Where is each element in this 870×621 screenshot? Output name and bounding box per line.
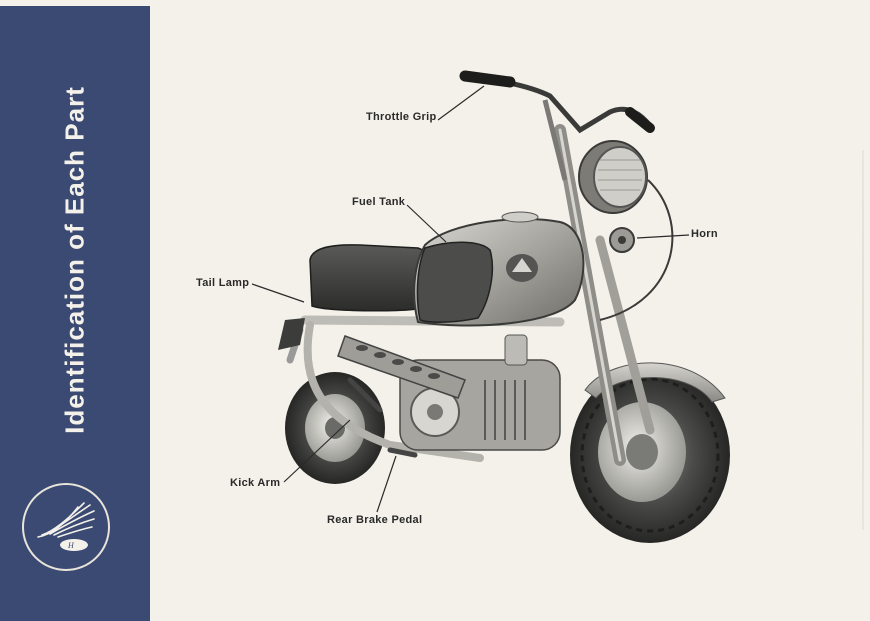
svg-text:H: H <box>67 541 75 550</box>
label-tail-lamp: Tail Lamp <box>196 277 250 289</box>
label-rear-brake-pedal: Rear Brake Pedal <box>327 514 423 526</box>
label-fuel-tank: Fuel Tank <box>352 196 406 208</box>
label-throttle-grip: Throttle Grip <box>366 111 437 123</box>
page-edge <box>862 150 864 530</box>
label-kick-arm: Kick Arm <box>230 477 281 489</box>
honda-wing-logo-icon: H <box>22 483 110 571</box>
label-horn: Horn <box>691 228 718 240</box>
